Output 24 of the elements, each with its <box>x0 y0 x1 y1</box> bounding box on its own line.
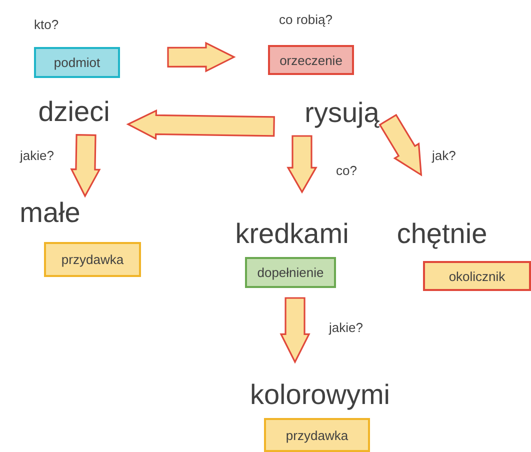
edge-label: jakie? <box>20 148 54 164</box>
edge-label: co? <box>336 163 357 179</box>
label-box: przydawka <box>44 242 141 277</box>
label-box: okolicznik <box>423 261 531 291</box>
word-text: małe <box>8 196 92 230</box>
edge-label: jakie? <box>329 320 363 336</box>
edge-label: jak? <box>432 148 456 164</box>
block-arrow <box>70 134 101 198</box>
block-arrow <box>126 109 275 140</box>
block-arrow <box>286 135 318 194</box>
word-text: kredkami <box>238 216 346 252</box>
label-box: orzeczenie <box>268 45 354 75</box>
label-box: przydawka <box>264 418 370 452</box>
label-box: podmiot <box>34 47 120 78</box>
label-box: dopełnienie <box>245 257 336 288</box>
question-text: co robią? <box>279 12 332 28</box>
word-text: kolorowymi <box>252 376 388 414</box>
block-arrow <box>378 114 422 176</box>
block-arrow <box>280 297 310 364</box>
word-text: dzieci <box>38 89 110 135</box>
word-text: chętnie <box>398 216 486 252</box>
question-text: kto? <box>34 17 59 33</box>
block-arrow <box>167 42 236 72</box>
word-text: rysują <box>296 90 388 136</box>
